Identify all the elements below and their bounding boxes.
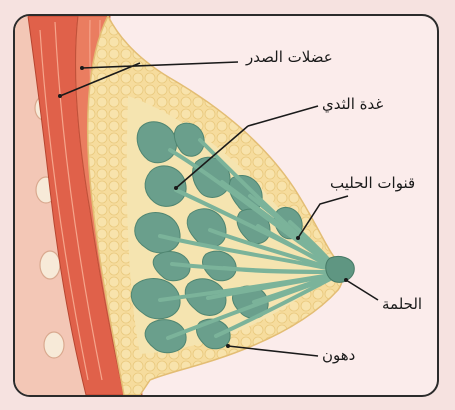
label-mammary-gland: غدة الثدي (322, 97, 383, 112)
label-chest-muscles: عضلات الصدر (246, 50, 333, 65)
label-nipple: الحلمة (382, 297, 422, 312)
label-fat: دهون (322, 348, 355, 363)
label-milk-ducts: قنوات الحليب (330, 176, 415, 191)
nipple (326, 256, 355, 282)
